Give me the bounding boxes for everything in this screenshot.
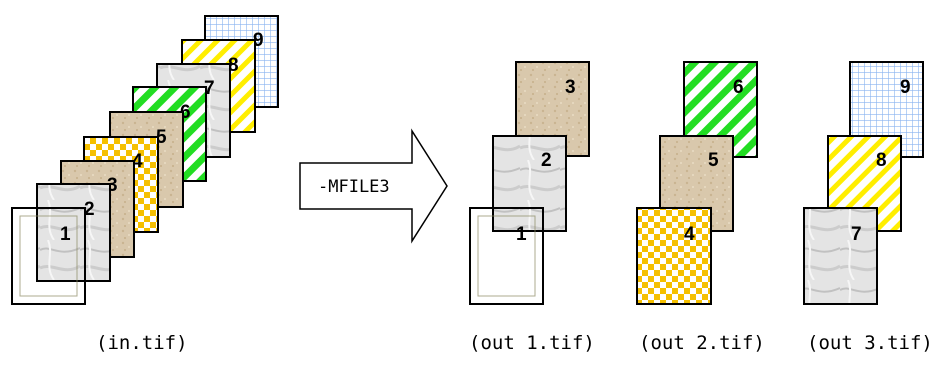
page-number: 8 bbox=[876, 150, 887, 171]
page-number: 8 bbox=[228, 55, 239, 76]
output-stack-2: 6 5 4 bbox=[636, 61, 758, 305]
page-number: 7 bbox=[851, 224, 862, 245]
page-number: 1 bbox=[60, 224, 71, 245]
output-3-caption: (out 3.tif) bbox=[807, 332, 933, 354]
page-number: 9 bbox=[900, 77, 911, 98]
input-stack: 9 8 7 6 5 4 3 2 bbox=[11, 15, 279, 305]
output-2-page-4: 4 bbox=[636, 207, 712, 305]
page-number: 6 bbox=[180, 102, 191, 123]
page-number: 2 bbox=[541, 150, 552, 171]
page-number: 3 bbox=[565, 77, 576, 98]
page-number: 5 bbox=[156, 127, 167, 148]
page-number: 1 bbox=[516, 224, 527, 245]
page-number: 3 bbox=[107, 175, 118, 196]
page-number: 2 bbox=[84, 199, 95, 220]
input-page-1: 1 bbox=[11, 207, 86, 305]
page-number: 4 bbox=[684, 224, 695, 245]
arrow-label: -MFILE3 bbox=[318, 177, 390, 197]
page-number: 7 bbox=[204, 78, 215, 99]
page-number: 5 bbox=[708, 150, 719, 171]
output-3-page-7: 7 bbox=[803, 207, 878, 305]
page-number: 9 bbox=[253, 30, 264, 51]
output-1-page-2: 2 bbox=[492, 135, 567, 232]
page-number: 4 bbox=[132, 151, 143, 172]
output-2-caption: (out 2.tif) bbox=[639, 332, 765, 354]
page-number: 6 bbox=[733, 77, 744, 98]
mfile3-arrow: -MFILE3 bbox=[299, 128, 448, 244]
output-stack-3: 9 8 7 bbox=[803, 61, 924, 305]
input-page-2: 2 bbox=[36, 183, 111, 282]
input-caption: (in.tif) bbox=[96, 332, 188, 354]
output-1-caption: (out 1.tif) bbox=[469, 332, 595, 354]
output-stack-1: 3 2 1 bbox=[469, 61, 590, 305]
output-1-page-1: 1 bbox=[469, 207, 544, 305]
